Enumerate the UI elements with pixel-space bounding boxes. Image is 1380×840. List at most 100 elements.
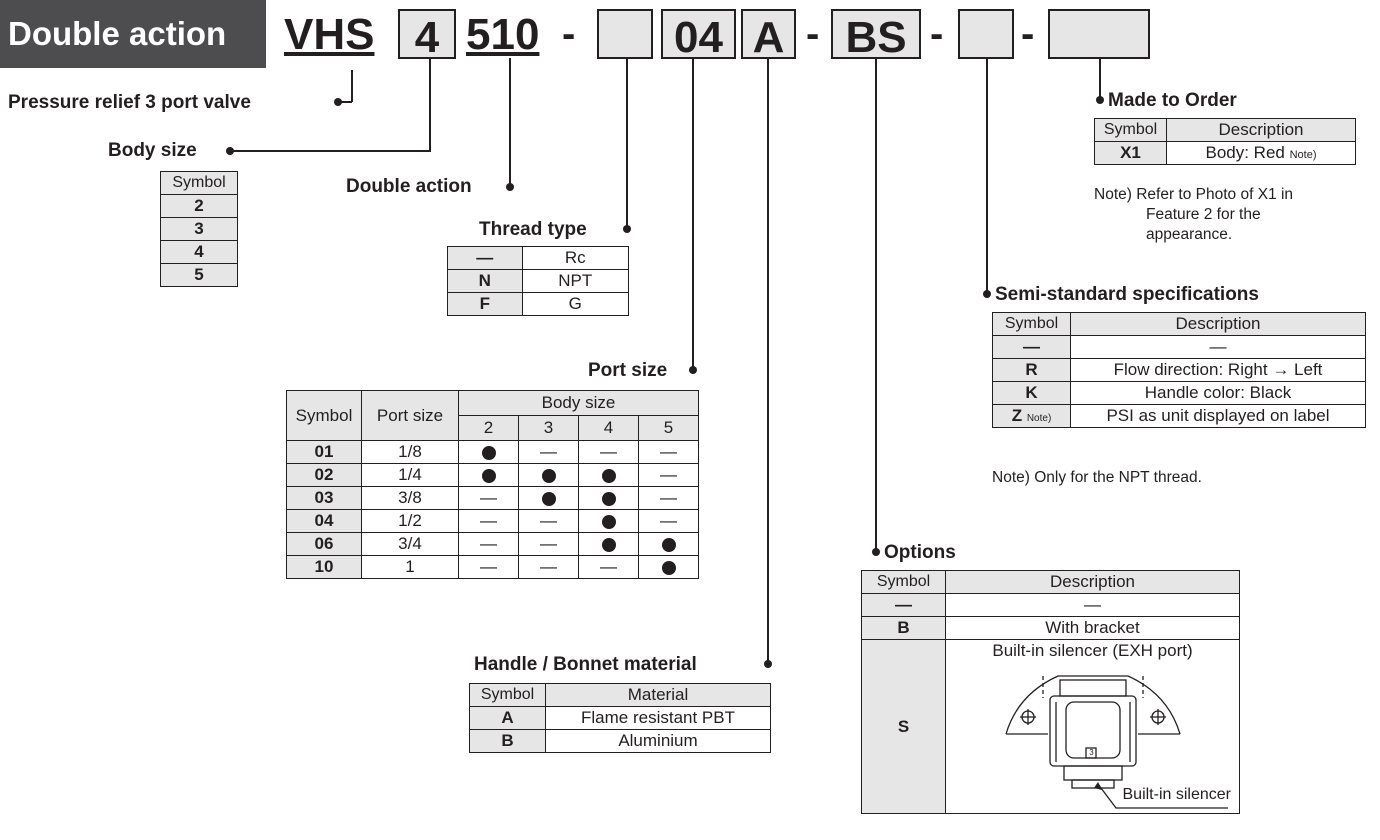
body-size-col: 2 bbox=[458, 415, 519, 441]
z-symbol: Z bbox=[1011, 406, 1023, 425]
table-cell: 4 bbox=[160, 240, 238, 264]
symbol-header: Symbol bbox=[160, 171, 238, 195]
mto-note-line2: Feature 2 for the bbox=[1146, 206, 1261, 223]
description-header: Description bbox=[945, 570, 1240, 594]
port-size-cell: 1 bbox=[361, 555, 459, 579]
table-cell: A bbox=[469, 706, 546, 730]
table-cell: Aluminium bbox=[545, 729, 771, 753]
code-separator: - bbox=[562, 12, 576, 56]
z-note-mark: Note) bbox=[1026, 413, 1052, 424]
unavailable-dash: — bbox=[518, 555, 579, 579]
semi-standard-label: Semi-standard specifications bbox=[995, 284, 1259, 305]
code-type: 510 bbox=[466, 10, 540, 59]
available-dot-icon bbox=[541, 468, 556, 483]
available-dot-icon bbox=[481, 468, 496, 483]
unavailable-dash: — bbox=[578, 440, 639, 464]
description-header: Description bbox=[1070, 312, 1366, 336]
unavailable-dash: — bbox=[518, 440, 579, 464]
port-symbol-cell: 02 bbox=[286, 463, 362, 487]
mto-note-line1: Note) Refer to Photo of X1 in bbox=[1094, 186, 1294, 203]
port-size-cell: 1/4 bbox=[361, 463, 459, 487]
unavailable-dash: — bbox=[638, 463, 699, 487]
mto-note-line3: appearance. bbox=[1146, 226, 1233, 243]
code-thread-box bbox=[597, 9, 653, 59]
code-options-box: BS bbox=[831, 9, 921, 62]
port-symbol-cell: 06 bbox=[286, 532, 362, 556]
table-cell: — bbox=[1070, 335, 1366, 359]
availability-dot bbox=[518, 486, 579, 510]
symbol-header: Symbol bbox=[286, 390, 362, 441]
available-dot-icon bbox=[541, 491, 556, 506]
code-prefix: VHS bbox=[284, 10, 375, 59]
availability-dot bbox=[458, 463, 519, 487]
available-dot-icon bbox=[601, 514, 616, 529]
available-dot-icon bbox=[481, 445, 496, 460]
code-port-box: 04 bbox=[661, 9, 736, 62]
unavailable-dash: — bbox=[638, 509, 699, 533]
unavailable-dash: — bbox=[458, 532, 519, 556]
code-material-box: A bbox=[741, 9, 796, 62]
table-cell: Flow direction: Right → Left bbox=[1070, 358, 1366, 382]
body-size-col: 3 bbox=[518, 415, 579, 441]
port-size-cell: 3/4 bbox=[361, 532, 459, 556]
availability-dot bbox=[578, 486, 639, 510]
double-action-label: Double action bbox=[346, 176, 472, 197]
port-size-cell: 1/8 bbox=[361, 440, 459, 464]
availability-dot bbox=[578, 509, 639, 533]
code-separator: - bbox=[1021, 12, 1035, 56]
availability-dot bbox=[638, 532, 699, 556]
title-badge: Double action bbox=[0, 0, 266, 68]
code-semistd-box bbox=[958, 9, 1014, 59]
symbol-header: Symbol bbox=[469, 683, 546, 707]
unavailable-dash: — bbox=[638, 486, 699, 510]
unavailable-dash: — bbox=[458, 509, 519, 533]
availability-dot bbox=[458, 440, 519, 464]
description-header: Description bbox=[1166, 118, 1356, 142]
symbol-header: Symbol bbox=[992, 312, 1071, 336]
port-symbol-cell: 03 bbox=[286, 486, 362, 510]
body-size-col: 5 bbox=[638, 415, 699, 441]
body-size-col: 4 bbox=[578, 415, 639, 441]
table-cell: X1 bbox=[1094, 141, 1167, 165]
thread-type-label: Thread type bbox=[479, 219, 587, 240]
port-symbol-cell: 10 bbox=[286, 555, 362, 579]
table-cell: B bbox=[861, 616, 946, 640]
table-cell: B bbox=[469, 729, 546, 753]
silencer-cell: Built-in silencer (EXH port) bbox=[945, 639, 1240, 814]
code-body-size-box: 4 bbox=[398, 9, 456, 62]
code-mto-box bbox=[1048, 9, 1150, 59]
availability-dot bbox=[578, 463, 639, 487]
available-dot-icon bbox=[661, 560, 676, 575]
table-cell: — bbox=[447, 246, 523, 270]
available-dot-icon bbox=[601, 491, 616, 506]
table-cell: 3 bbox=[160, 217, 238, 241]
unavailable-dash: — bbox=[458, 486, 519, 510]
table-cell: Z Note) bbox=[992, 404, 1071, 428]
available-dot-icon bbox=[601, 468, 616, 483]
availability-dot bbox=[518, 463, 579, 487]
available-dot-icon bbox=[601, 537, 616, 552]
silencer-marker: 3 bbox=[1089, 748, 1094, 757]
handle-bonnet-label: Handle / Bonnet material bbox=[474, 654, 697, 675]
port-symbol-cell: 04 bbox=[286, 509, 362, 533]
table-cell: N bbox=[447, 269, 523, 293]
symbol-header: Symbol bbox=[1094, 118, 1167, 142]
table-cell: PSI as unit displayed on label bbox=[1070, 404, 1366, 428]
table-cell: R bbox=[992, 358, 1071, 382]
unavailable-dash: — bbox=[518, 509, 579, 533]
port-size-header: Port size bbox=[361, 390, 459, 441]
silencer-diagram-icon bbox=[1004, 675, 1228, 809]
unavailable-dash: — bbox=[638, 440, 699, 464]
table-cell: 2 bbox=[160, 194, 238, 218]
made-to-order-label: Made to Order bbox=[1108, 90, 1237, 111]
body-size-label: Body size bbox=[108, 140, 197, 161]
code-separator: - bbox=[930, 12, 944, 56]
